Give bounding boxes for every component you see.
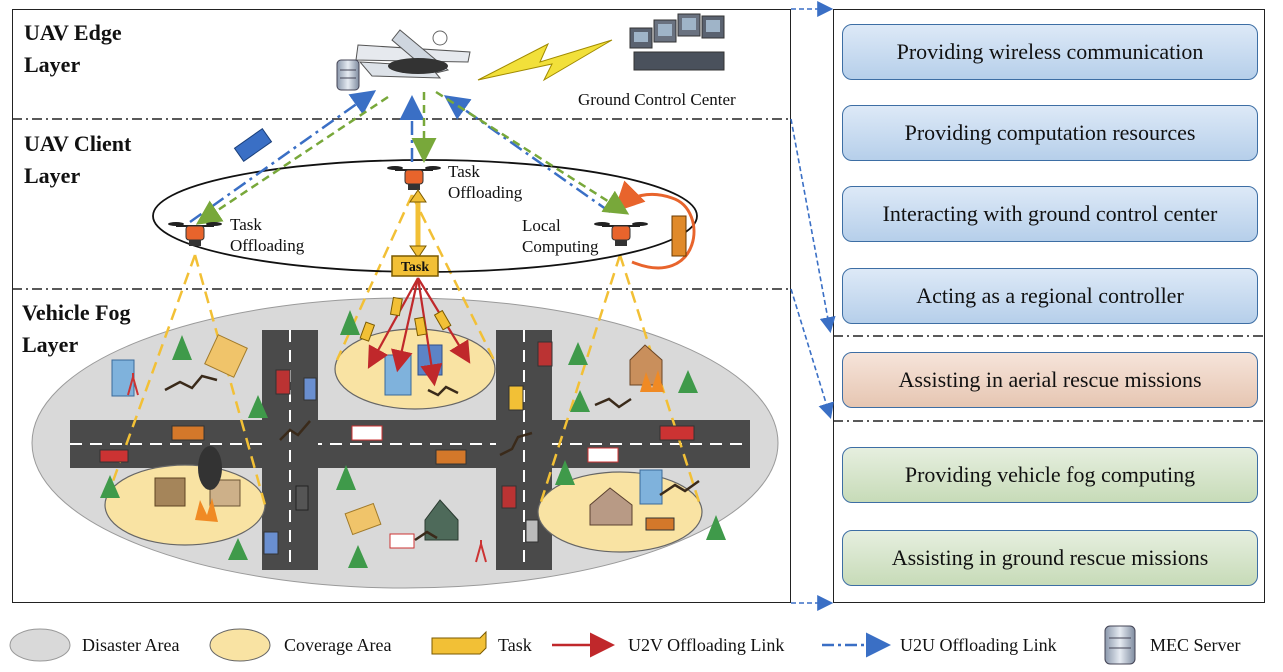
label-local-computing: Local Computing — [522, 216, 599, 256]
uav-edge-aircraft — [336, 29, 471, 91]
label-ground-control-center: Ground Control Center — [578, 90, 736, 109]
local-computing-loop — [613, 180, 696, 270]
legend-disaster-area: Disaster Area — [82, 635, 180, 655]
legend-task: Task — [498, 635, 532, 655]
legend-coverage-swatch — [209, 628, 271, 662]
offloaded-task-blocks — [359, 296, 452, 342]
legend-mec-server-icon — [1104, 625, 1136, 665]
role-regional-controller: Acting as a regional controller — [842, 268, 1258, 324]
role-wireless-communication: Providing wireless communication — [842, 24, 1258, 80]
label-task-offloading-left: Task Offloading — [230, 215, 305, 255]
coverage-area-center — [334, 328, 496, 410]
role-ground-rescue: Assisting in ground rescue missions — [842, 530, 1258, 586]
uav-task-arrowhead-up — [409, 189, 427, 203]
panel-connectors — [790, 1, 836, 611]
legend-disaster-swatch — [9, 628, 71, 662]
offloaded-package — [233, 127, 273, 163]
ground-control-center-icon — [629, 13, 725, 71]
label-task-offloading-center: Task Offloading — [448, 162, 523, 202]
role-ground-control-interaction: Interacting with ground control center — [842, 186, 1258, 242]
u2u-offloading-links — [189, 90, 611, 224]
layer-title-fog: Vehicle Fog Layer — [22, 300, 131, 357]
task-block — [391, 255, 439, 277]
role-computation-resources: Providing computation resources — [842, 105, 1258, 161]
task-block-label: Task — [401, 260, 430, 275]
disaster-scene — [99, 310, 726, 568]
legend-u2u-link: U2U Offloading Link — [900, 635, 1057, 655]
uav-downlinks — [195, 90, 630, 225]
role-aerial-rescue: Assisting in aerial rescue missions — [842, 352, 1258, 408]
roles-panel-frame — [833, 9, 1265, 603]
legend-coverage-area: Coverage Area — [284, 635, 392, 655]
wireless-link-icon — [477, 39, 613, 82]
legend-mec-server: MEC Server — [1150, 635, 1241, 655]
legend-graphics — [9, 625, 1136, 665]
diagram-frame — [12, 9, 791, 603]
role-vehicle-fog-computing: Providing vehicle fog computing — [842, 447, 1258, 503]
client-uav-center — [387, 166, 441, 190]
client-uav-left — [168, 222, 222, 246]
layer-title-client: UAV Client Layer — [24, 131, 132, 188]
legend-task-swatch — [431, 630, 487, 655]
client-uav-right — [594, 222, 648, 246]
layer-title-edge: UAV Edge Layer — [24, 20, 122, 77]
uav-task-arrowhead-down — [409, 245, 427, 259]
local-task-block — [671, 215, 687, 257]
legend-u2v-link: U2V Offloading Link — [628, 635, 785, 655]
